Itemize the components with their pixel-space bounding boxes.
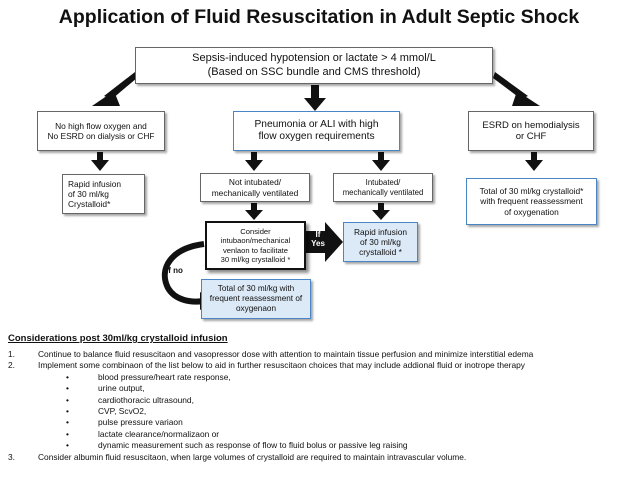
item-number: 3. [8,451,15,462]
branch-mid-box: Pneumonia or ALI with high flow oxygen r… [233,111,400,151]
not-intubated-box: Not intubated/ mechanically ventilated [200,173,310,202]
sub-list-item: • cardiothoracic ultrasound, [8,395,636,406]
bullet-icon: • [66,394,69,405]
consider-intubation-box: Consider intubaon/mechanical venlaon to … [205,221,306,270]
arrow-mid-right-head [372,160,390,171]
sub-item-text: pulse pressure variaon [98,417,183,428]
arrow-to-left-branch-head [92,91,120,106]
right-action-box: Total of 30 ml/kg crystalloid* with freq… [466,178,597,225]
arrow-mid-right-shaft [378,152,384,161]
item-text: Continue to balance fluid resuscitaon an… [38,349,534,359]
arrow-right-down-shaft [531,152,537,161]
sub-list-item: • urine output, [8,383,636,394]
sub-item-text: urine output, [98,383,145,394]
arrow-right-down-head [525,160,543,171]
branch-mid-text: Pneumonia or ALI with high flow oxygen r… [254,118,379,142]
intubated-text: Intubated/ mechanically ventilated [342,178,424,197]
if-yes-label: If Yes [311,230,325,249]
bullet-icon: • [66,440,69,451]
arrow-mid-left-shaft [251,152,257,161]
consideration-item: 3. Consider albumin fluid resuscitaon, w… [8,452,636,463]
arrow-intubated-head [372,210,390,220]
item-number: 2. [8,360,15,371]
bullet-icon: • [66,371,69,382]
considerations-list: 1. Continue to balance fluid resuscitaon… [8,349,636,463]
bullet-icon: • [66,383,69,394]
sub-item-text: CVP, ScvO2, [98,405,147,416]
sub-list-item: • blood pressure/heart rate response, [8,372,636,383]
branch-right-text: ESRD on hemodialysis or CHF [482,119,580,142]
arrow-not-intubated-head [245,210,263,220]
if-yes-arrow [306,222,343,262]
total-bottom-box: Total of 30 ml/kg with frequent reassess… [201,279,311,319]
branch-right-box: ESRD on hemodialysis or CHF [468,111,594,151]
consideration-item: 1. Continue to balance fluid resuscitaon… [8,349,636,360]
branch-left-box: No high flow oxygen and No ESRD on dialy… [37,111,165,151]
arrow-to-right-branch [493,72,528,99]
sub-item-text: dynamic measurement such as response of … [98,440,408,451]
consideration-item: 2. Implement some combinaon of the list … [8,360,636,371]
if-no-label: If no [166,266,183,275]
arrow-left-down-shaft [97,152,103,161]
arrow-not-intubated-shaft [251,203,257,211]
rapid-infusion-mid-text: Rapid infusion of 30 ml/kg crystalloid * [353,226,408,258]
arrow-intubated-shaft [378,203,384,211]
sub-item-text: lactate clearance/normalizaon or [98,428,220,439]
not-intubated-text: Not intubated/ mechanically ventilated [211,177,299,198]
considerations-title: Considerations post 30ml/kg crystalloid … [8,333,228,344]
flowchart-connectors [91,72,543,310]
right-action-text: Total of 30 ml/kg crystalloid* with freq… [479,186,584,217]
sub-list-item: • dynamic measurement such as response o… [8,440,636,451]
sub-list-item: • pulse pressure variaon [8,417,636,428]
item-text: Consider albumin fluid resuscitaon, when… [38,451,467,462]
branch-left-text: No high flow oxygen and No ESRD on dialy… [47,120,155,141]
sub-item-text: cardiothoracic ultrasound, [98,394,194,405]
bullet-icon: • [66,428,69,439]
item-number: 1. [8,349,15,359]
intubated-box: Intubated/ mechanically ventilated [333,173,433,202]
rapid-infusion-mid-box: Rapid infusion of 30 ml/kg crystalloid * [343,222,418,262]
sub-list-item: • lactate clearance/normalizaon or [8,429,636,440]
top-condition-text: Sepsis-induced hypotension or lactate > … [192,52,436,78]
arrow-to-right-branch-head [512,91,540,106]
item-text: Implement some combinaon of the list bel… [38,360,525,371]
left-action-box: Rapid infusion of 30 ml/kg Crystalloid* [62,174,145,214]
sub-list-item: • CVP, ScvO2, [8,406,636,417]
bullet-icon: • [66,405,69,416]
sub-item-text: blood pressure/heart rate response, [98,371,231,382]
arrow-mid-left-head [245,160,263,171]
arrow-to-mid-branch-shaft [311,85,319,99]
top-condition-box: Sepsis-induced hypotension or lactate > … [135,47,493,84]
consider-intubation-text: Consider intubaon/mechanical venlaon to … [220,227,291,264]
arrow-to-mid-branch-head [304,98,326,111]
total-bottom-text: Total of 30 ml/kg with frequent reassess… [209,284,303,313]
arrow-left-down-head [91,160,109,171]
page-title: Application of Fluid Resuscitation in Ad… [58,6,580,28]
bullet-icon: • [66,417,69,428]
left-action-text: Rapid infusion of 30 ml/kg Crystalloid* [68,178,122,210]
if-no-curve [161,241,205,305]
